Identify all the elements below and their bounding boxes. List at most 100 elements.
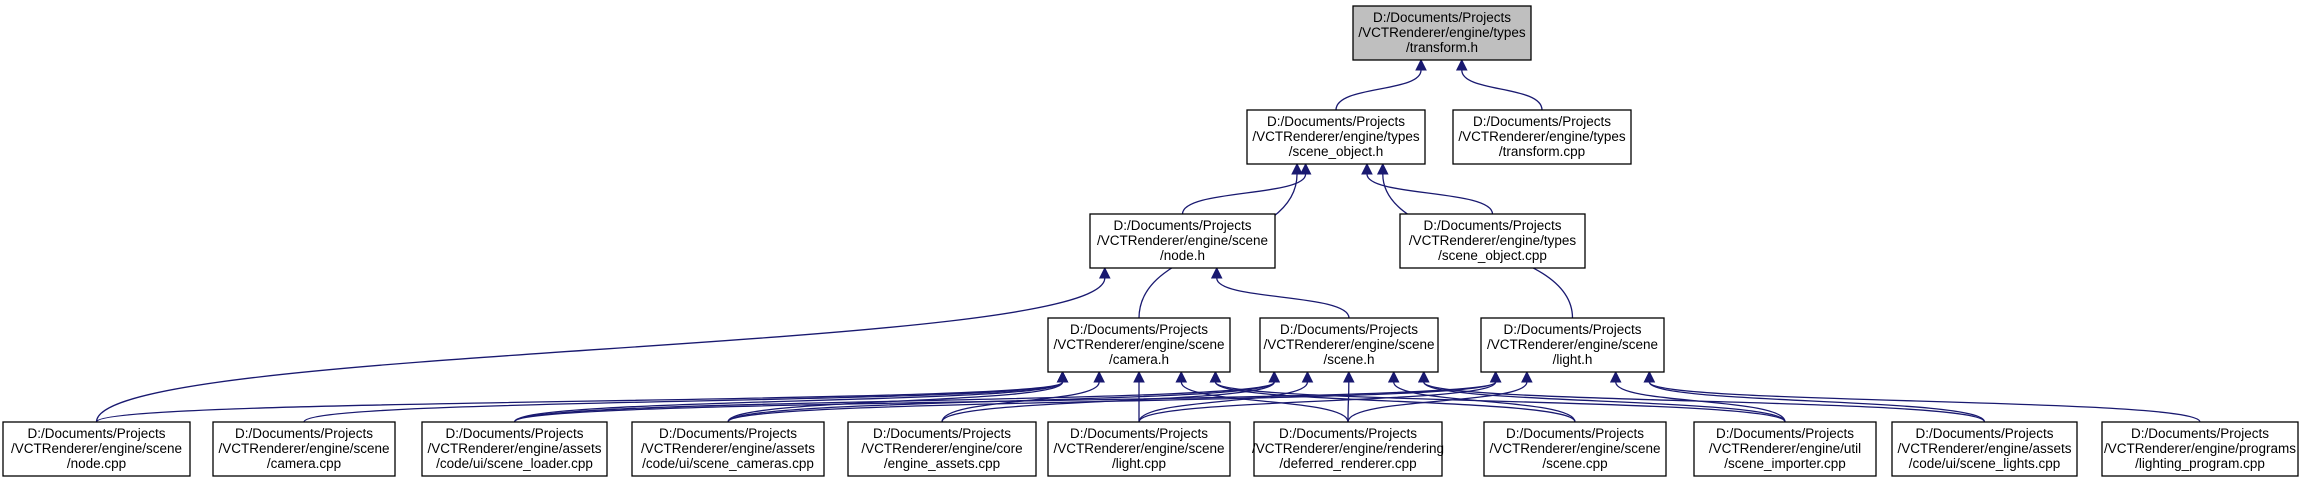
node-label-line: D:/Documents/Projects [659, 426, 797, 441]
node-engine-assets-cpp[interactable]: D:/Documents/Projects/VCTRenderer/engine… [847, 421, 1037, 477]
edge-arrowhead [1093, 370, 1105, 383]
node-label-line: /light.cpp [1112, 456, 1166, 471]
node-transform-cpp[interactable]: D:/Documents/Projects/VCTRenderer/engine… [1452, 109, 1632, 165]
node-box [1483, 421, 1667, 477]
node-label-line: /camera.h [1109, 352, 1169, 367]
node-label-line: /VCTRenderer/engine/programs [2104, 441, 2296, 456]
edge-line [1461, 69, 1543, 111]
node-label-line: D:/Documents/Projects [2131, 426, 2269, 441]
node-box [631, 421, 825, 477]
edge-arrowhead [1133, 370, 1145, 383]
edge-line [1366, 173, 1494, 215]
edge-deferred-renderer-cpp-to-light-h [1347, 370, 1533, 423]
edge-light-cpp-to-scene-h [1138, 370, 1314, 423]
node-label-line: /VCTRenderer/engine/scene [218, 441, 389, 456]
edge-arrowhead [1609, 370, 1622, 383]
node-label-line: D:/Documents/Projects [1280, 322, 1418, 337]
edge-arrowhead [1387, 370, 1400, 383]
node-box [212, 421, 396, 477]
node-label-line: D:/Documents/Projects [873, 426, 1011, 441]
node-label-line: /lighting_program.cpp [2135, 456, 2265, 471]
node-label-line: /VCTRenderer/engine/types [1458, 129, 1626, 144]
node-label-line: /node.cpp [67, 456, 126, 471]
node-scene-importer-cpp[interactable]: D:/Documents/Projects/VCTRenderer/engine… [1693, 421, 1877, 477]
edge-line [1180, 381, 1349, 423]
node-label-line: D:/Documents/Projects [1503, 322, 1641, 337]
node-scene-loader-cpp[interactable]: D:/Documents/Projects/VCTRenderer/engine… [421, 421, 608, 477]
node-label-line: D:/Documents/Projects [1070, 426, 1208, 441]
edge-arrowhead [1415, 58, 1427, 71]
node-box [1352, 5, 1532, 61]
edge-line [727, 381, 1497, 423]
edge-line [1347, 381, 1528, 423]
edge-arrowhead [1299, 162, 1312, 175]
edge-line [1138, 381, 1309, 423]
node-box [1246, 109, 1426, 165]
node-light-h[interactable]: D:/Documents/Projects/VCTRenderer/engine… [1480, 317, 1665, 373]
edge-transform-cpp-to-transform-h [1455, 58, 1543, 111]
node-box [1089, 213, 1276, 269]
node-label-line: /VCTRenderer/engine/scene [1097, 233, 1268, 248]
node-label-line: /camera.cpp [267, 456, 341, 471]
node-label-line: /VCTRenderer/engine/assets [1897, 441, 2071, 456]
node-label-line: /VCTRenderer/engine/core [861, 441, 1022, 456]
node-lighting-program-cpp[interactable]: D:/Documents/Projects/VCTRenderer/engine… [2101, 421, 2299, 477]
node-box [1891, 421, 2078, 477]
edge-line [513, 381, 1064, 423]
edge-arrowhead [1342, 370, 1355, 383]
node-label-line: /VCTRenderer/engine/scene [1487, 337, 1658, 352]
edge-arrowhead [1209, 370, 1222, 383]
edge-line [1138, 381, 1497, 423]
node-label-line: D:/Documents/Projects [235, 426, 373, 441]
edge-line [1648, 381, 2201, 423]
edge-lighting-program-cpp-to-light-h [1643, 370, 2201, 423]
node-node-h[interactable]: D:/Documents/Projects/VCTRenderer/engine… [1089, 213, 1276, 269]
node-transform-h[interactable]: D:/Documents/Projects/VCTRenderer/engine… [1352, 5, 1532, 61]
node-scene-object-h[interactable]: D:/Documents/Projects/VCTRenderer/engine… [1246, 109, 1426, 165]
node-label-line: /transform.cpp [1499, 144, 1585, 159]
edge-arrowhead [1417, 370, 1430, 383]
edge-scene-loader-cpp-to-scene-h [513, 370, 1281, 423]
edge-line [1347, 381, 1350, 423]
node-label-line: /code/ui/scene_cameras.cpp [642, 456, 814, 471]
node-label-line: D:/Documents/Projects [445, 426, 583, 441]
node-camera-cpp[interactable]: D:/Documents/Projects/VCTRenderer/engine… [212, 421, 396, 477]
node-label-line: /scene.h [1323, 352, 1374, 367]
edge-line [727, 381, 1275, 423]
edge-scene-cameras-cpp-to-camera-h [727, 370, 1069, 423]
node-box [421, 421, 608, 477]
edge-arrowhead [1056, 370, 1069, 383]
node-label-line: /node.h [1160, 248, 1205, 263]
node-box [2101, 421, 2299, 477]
edge-scene-cpp-to-scene-h [1387, 370, 1576, 423]
edge-arrowhead [1361, 162, 1373, 175]
edge-line [1615, 381, 1786, 423]
node-scene-cpp[interactable]: D:/Documents/Projects/VCTRenderer/engine… [1483, 421, 1667, 477]
edge-arrowhead [1210, 266, 1223, 279]
node-label-line: /scene_importer.cpp [1724, 456, 1846, 471]
node-label-line: /scene.cpp [1542, 456, 1607, 471]
node-label-line: /light.h [1553, 352, 1593, 367]
node-camera-h[interactable]: D:/Documents/Projects/VCTRenderer/engine… [1047, 317, 1231, 373]
node-scene-cameras-cpp[interactable]: D:/Documents/Projects/VCTRenderer/engine… [631, 421, 825, 477]
edge-scene-object-cpp-to-scene-object-h [1361, 162, 1494, 215]
node-box [1452, 109, 1632, 165]
node-label-line: /VCTRenderer/engine/types [1252, 129, 1420, 144]
edge-line [1335, 69, 1422, 111]
edge-line [1393, 381, 1576, 423]
edge-arrowhead [1489, 370, 1502, 383]
node-scene-lights-cpp[interactable]: D:/Documents/Projects/VCTRenderer/engine… [1891, 421, 2078, 477]
node-light-cpp[interactable]: D:/Documents/Projects/VCTRenderer/engine… [1047, 421, 1231, 477]
edge-node-cpp-to-node-h [95, 266, 1111, 423]
node-deferred-renderer-cpp[interactable]: D:/Documents/Projects/VCTRenderer/engine… [1252, 421, 1444, 477]
node-node-cpp[interactable]: D:/Documents/Projects/VCTRenderer/engine… [2, 421, 191, 477]
node-label-line: /VCTRenderer/engine/util [1709, 441, 1861, 456]
edge-arrowhead [1268, 370, 1281, 383]
node-label-line: /VCTRenderer/engine/scene [1053, 337, 1224, 352]
node-scene-object-cpp[interactable]: D:/Documents/Projects/VCTRenderer/engine… [1399, 213, 1586, 269]
node-label-line: /code/ui/scene_lights.cpp [1909, 456, 2061, 471]
node-scene-h[interactable]: D:/Documents/Projects/VCTRenderer/engine… [1259, 317, 1439, 373]
node-label-line: /VCTRenderer/engine/types [1358, 25, 1526, 40]
node-label-line: /scene_object.cpp [1438, 248, 1547, 263]
